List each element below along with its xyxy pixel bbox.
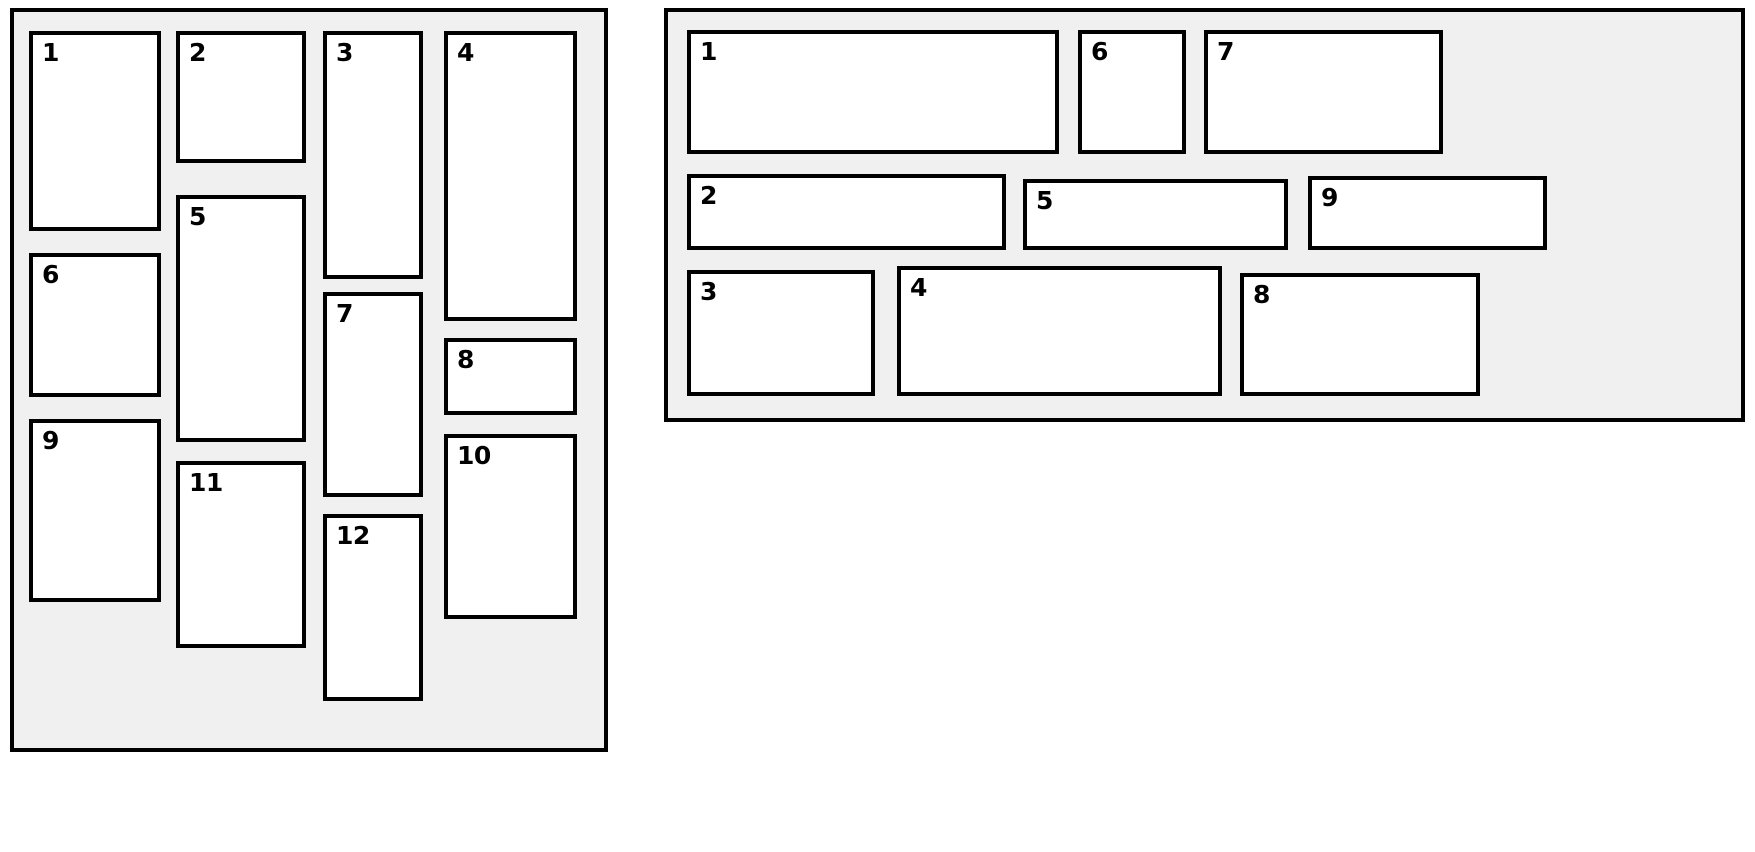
region-order-label: 1 xyxy=(700,37,717,66)
region-box[interactable]: 8 xyxy=(1240,273,1480,396)
region-order-label: 2 xyxy=(189,38,206,67)
region-order-label: 7 xyxy=(1217,37,1234,66)
region-box[interactable]: 6 xyxy=(29,253,161,397)
region-box[interactable]: 12 xyxy=(323,514,423,701)
region-box[interactable]: 4 xyxy=(897,266,1222,396)
region-order-label: 9 xyxy=(42,426,59,455)
region-box[interactable]: 10 xyxy=(444,434,577,619)
region-box[interactable]: 4 xyxy=(444,31,577,321)
region-box[interactable]: 5 xyxy=(176,195,306,442)
region-order-label: 12 xyxy=(336,521,370,550)
region-order-label: 2 xyxy=(700,181,717,210)
region-order-label: 8 xyxy=(457,345,474,374)
region-box[interactable]: 7 xyxy=(323,292,423,497)
region-box[interactable]: 6 xyxy=(1078,30,1186,154)
region-box[interactable]: 3 xyxy=(687,270,875,396)
region-box[interactable]: 7 xyxy=(1204,30,1443,154)
region-box[interactable]: 9 xyxy=(1308,176,1547,250)
region-order-label: 3 xyxy=(700,277,717,306)
region-order-label: 11 xyxy=(189,468,223,497)
region-order-label: 5 xyxy=(189,202,206,231)
region-box[interactable]: 1 xyxy=(29,31,161,231)
region-order-label: 4 xyxy=(910,273,927,302)
region-box[interactable]: 3 xyxy=(323,31,423,279)
region-order-label: 10 xyxy=(457,441,491,470)
region-order-label: 7 xyxy=(336,299,353,328)
region-order-label: 4 xyxy=(457,38,474,67)
region-order-label: 3 xyxy=(336,38,353,67)
region-order-label: 8 xyxy=(1253,280,1270,309)
region-box[interactable]: 2 xyxy=(176,31,306,163)
region-order-label: 6 xyxy=(1091,37,1108,66)
region-order-label: 1 xyxy=(42,38,59,67)
region-order-label: 6 xyxy=(42,260,59,289)
region-box[interactable]: 8 xyxy=(444,338,577,415)
region-order-label: 5 xyxy=(1036,186,1053,215)
region-box[interactable]: 2 xyxy=(687,174,1006,250)
region-box[interactable]: 1 xyxy=(687,30,1059,154)
region-box[interactable]: 11 xyxy=(176,461,306,648)
region-order-label: 9 xyxy=(1321,183,1338,212)
region-box[interactable]: 5 xyxy=(1023,179,1288,250)
region-box[interactable]: 9 xyxy=(29,419,161,602)
